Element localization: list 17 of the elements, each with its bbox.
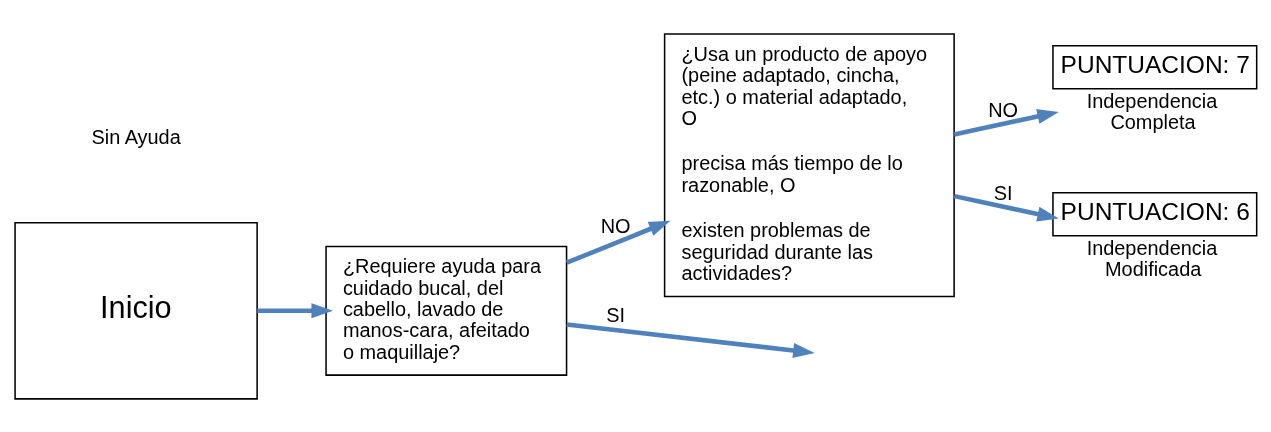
node-box: PUNTUACION: 7 <box>1052 44 1258 89</box>
arrow <box>953 108 1059 137</box>
arrow <box>257 302 333 318</box>
edge-label: NO <box>600 214 631 237</box>
arrow <box>953 193 1059 221</box>
edge-label: SI <box>993 181 1013 204</box>
node-box: Inicio <box>14 221 258 400</box>
node-box: ¿Usa un producto de apoyo (peine adaptado, cincha, etc.) o material adaptado, O precisa más tiempo de lo razonable, O existen problemas de seguridad durante las actividades? <box>663 32 955 297</box>
arrow <box>565 220 671 265</box>
edge-label: NO <box>988 98 1019 121</box>
node-box: ¿Requiere ayuda para cuidado bucal, del cabello, lavado de manos-cara, afeitado o maquillaje? <box>325 245 568 376</box>
edge-label: SI <box>606 303 625 326</box>
arrow <box>566 321 815 358</box>
label: Sin Ayuda <box>91 125 181 148</box>
node-label: Independencia Modificada <box>1086 236 1218 280</box>
node-label: Independencia Completa <box>1086 89 1218 133</box>
node-box: PUNTUACION: 6 <box>1052 191 1258 236</box>
